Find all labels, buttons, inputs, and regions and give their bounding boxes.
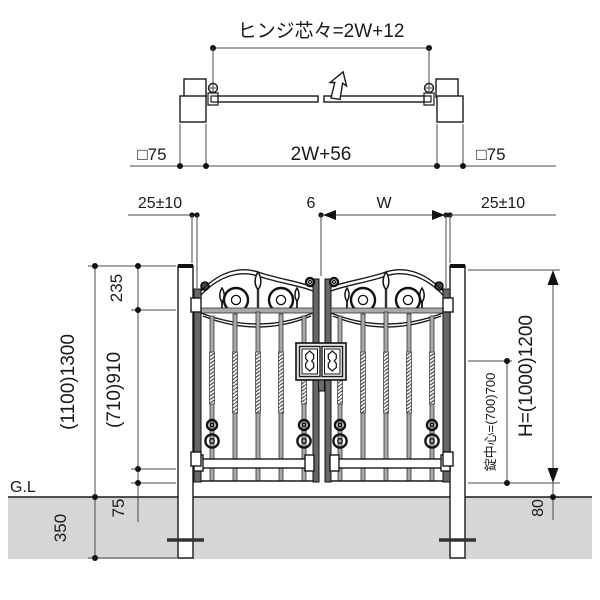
lock-handle-icon (327, 350, 337, 372)
plan-view: ヒンジ芯々=2W+12 (130, 20, 556, 169)
hinge-plate (190, 451, 202, 467)
lock-latch (318, 379, 325, 392)
spear-finial-icon (382, 270, 390, 291)
plan-left-post (179, 78, 207, 123)
ground: G.L (8, 479, 592, 559)
left-offset-label: 25±10 (138, 195, 182, 212)
swing-arrow-icon (328, 70, 348, 101)
plan-left-leaf (217, 95, 319, 103)
spear-finial-icon (254, 270, 262, 291)
hinge-plate (442, 297, 454, 313)
embed-depth-label: 350 (51, 514, 70, 542)
right-post-size-label: □75 (476, 145, 505, 164)
hinge-plate (190, 297, 202, 313)
lock-center-label: 錠中心=(700)700 (483, 373, 498, 472)
spear-finial-icon (294, 286, 300, 303)
plan-right-post (435, 78, 464, 123)
s-scroll-ornament (204, 418, 312, 449)
elevation-left-post (167, 264, 204, 559)
curl-icon (200, 281, 210, 291)
plan-right-leaf (323, 95, 425, 103)
left-leaf-bottom-rail (200, 458, 314, 469)
bottom-clearance-right-label: 80 (530, 499, 547, 517)
lock-box (295, 342, 347, 392)
right-leaf-hinge-stile (442, 288, 451, 483)
hinge-pitch-label: ヒンジ芯々=2W+12 (238, 20, 405, 42)
overall-height-label: (1100)1300 (58, 334, 79, 430)
gate-height-label: H=(1000)1200 (516, 315, 537, 437)
center-gap-label: 6 (307, 195, 316, 212)
mid-section-label: (710)910 (104, 352, 125, 428)
right-leaf-bars (337, 311, 435, 482)
elevation-right-post (439, 264, 476, 559)
right-leaf-bottom-rail (330, 458, 444, 469)
curl-icon (304, 276, 316, 288)
leaf-width-label: W (376, 195, 392, 212)
bottom-clearance-left-label: 75 (109, 499, 128, 518)
ground-level-label: G.L (10, 479, 36, 496)
overall-width-label: 2W+56 (291, 144, 352, 165)
s-scroll-ornament (332, 418, 440, 449)
top-section-label: 235 (107, 274, 126, 302)
curl-icon (328, 276, 340, 288)
plan-left-hinge (207, 82, 219, 106)
lock-handle-icon (305, 350, 315, 372)
right-dimensions: 錠中心=(700)700 H=(1000)1200 80 (468, 269, 560, 520)
curl-icon (434, 281, 444, 291)
left-leaf-hinge-stile (193, 288, 202, 483)
clearance-dim-row: 25±10 6 W 25±10 (128, 195, 556, 288)
hinge-plate (442, 451, 454, 467)
left-post-size-label: □75 (137, 145, 166, 164)
left-dimensions: (1100)1300 350 235 (710)910 75 (51, 263, 178, 561)
gate-right-leaf (324, 269, 454, 483)
right-offset-label: 25±10 (481, 195, 525, 212)
spear-finial-icon (344, 286, 350, 303)
plan-right-hinge (423, 82, 435, 106)
left-leaf-bars (209, 311, 307, 482)
